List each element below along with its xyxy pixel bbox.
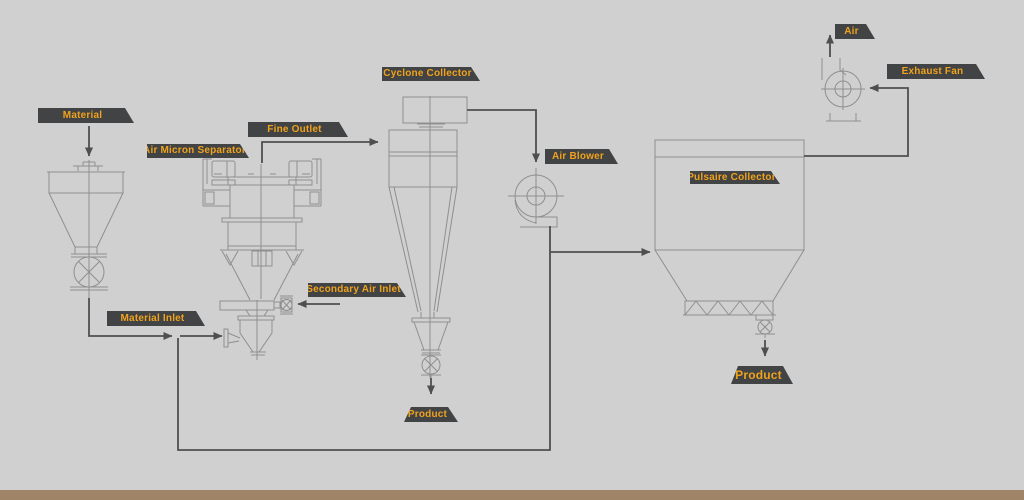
- cyclone-collector-icon: [388, 96, 468, 378]
- pulsaire-collector-icon: [654, 139, 805, 338]
- flow-pulsaire-to-fan: [804, 84, 909, 157]
- label-product-pulsaire: Product: [731, 366, 793, 384]
- label-fine-outlet: Fine Outlet: [248, 122, 348, 137]
- flow-fine-outlet: [261, 138, 379, 163]
- label-air: Air: [835, 24, 875, 39]
- label-exhaust-fan: Exhaust Fan: [887, 64, 985, 79]
- flow-cyclone-to-blower: [467, 109, 540, 163]
- flow-hopper-to-junction: [88, 298, 173, 340]
- feed-hopper-icon: [47, 160, 125, 300]
- footer-bar: [0, 490, 1024, 500]
- label-material-inlet: Material Inlet: [107, 311, 205, 326]
- label-material: Material: [38, 108, 134, 123]
- label-air-micron-separator: Air Micron Separator: [147, 144, 249, 158]
- label-secondary-air-inlet: Secondary Air Inlet: [308, 283, 406, 297]
- label-product-cyclone: Product: [404, 407, 458, 422]
- label-pulsaire-collector: Pulsaire Collector: [690, 171, 780, 184]
- flow-blower-recirculation: [177, 226, 551, 451]
- flow-lines: [85, 34, 909, 451]
- air-micron-separator-icon: [202, 158, 322, 360]
- label-air-blower: Air Blower: [545, 149, 618, 164]
- exhaust-fan-icon: [821, 58, 865, 122]
- air-blower-icon: [508, 168, 564, 228]
- label-cyclone-collector: Cyclone Collector: [382, 67, 480, 81]
